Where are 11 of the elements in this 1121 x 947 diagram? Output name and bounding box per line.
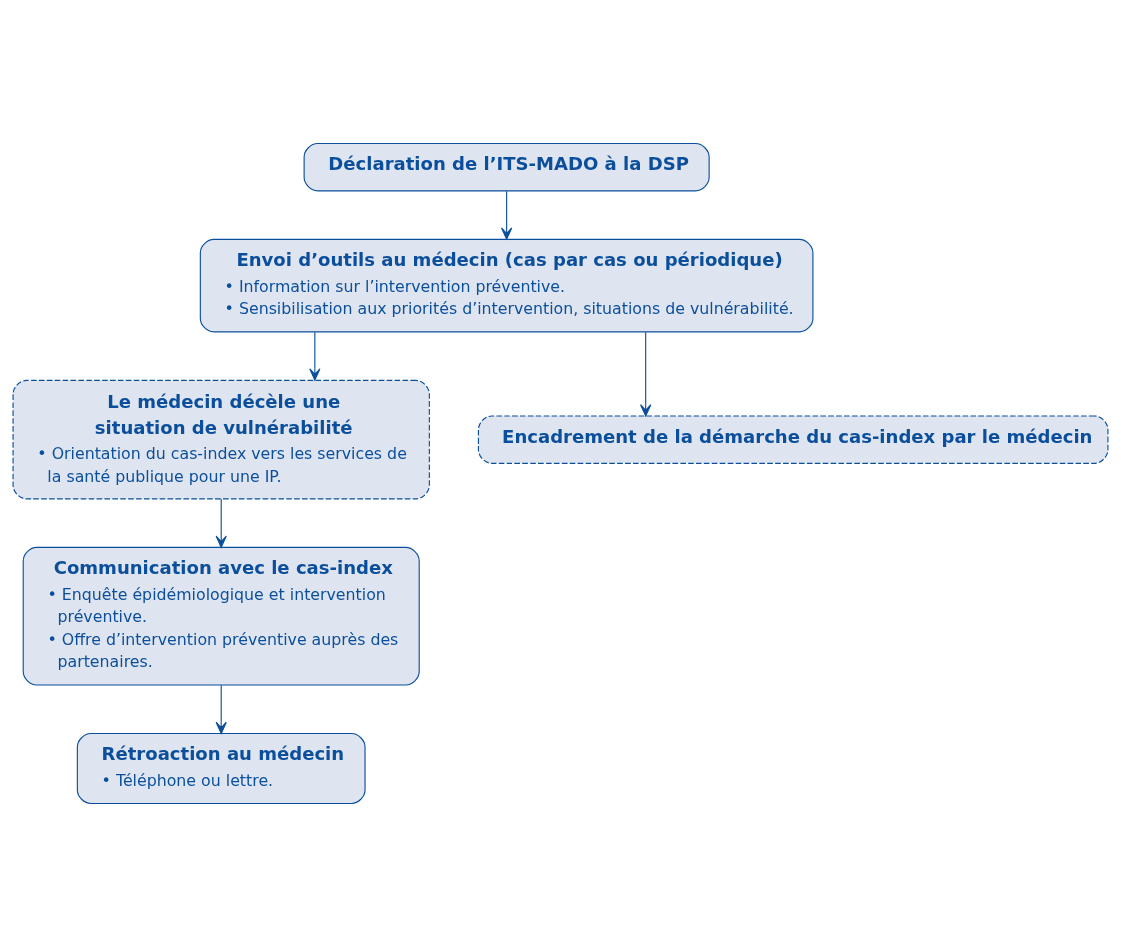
- arrow: [215, 684, 227, 734]
- arrow: [215, 498, 227, 548]
- node-box: Rétroaction au médecin • Téléphone ou lettre.: [76, 732, 366, 805]
- arrow: [501, 190, 513, 240]
- node-box: Encadrement de la démarche du cas-index par le médecin: [477, 415, 1109, 464]
- node-box: Envoi d’outils au médecin (cas par cas ou périodique) • Information sur l’intervention préventive. • Sensibilisation aux priorités d’intervention, situations de vulnérabilité.: [199, 238, 814, 333]
- node-box: Déclaration de l’ITS-MADO à la DSP: [303, 142, 710, 192]
- node-box: Le médecin décèle une situation de vulnérabilité • Orientation du cas-index vers les services de la santé publique pour une IP.: [12, 379, 430, 500]
- node-box: Communication avec le cas-index • Enquête épidémiologique et intervention préventive. • Offre d’intervention préventive auprès des partenaires.: [22, 546, 420, 686]
- arrow: [640, 331, 652, 417]
- arrow: [309, 331, 321, 381]
